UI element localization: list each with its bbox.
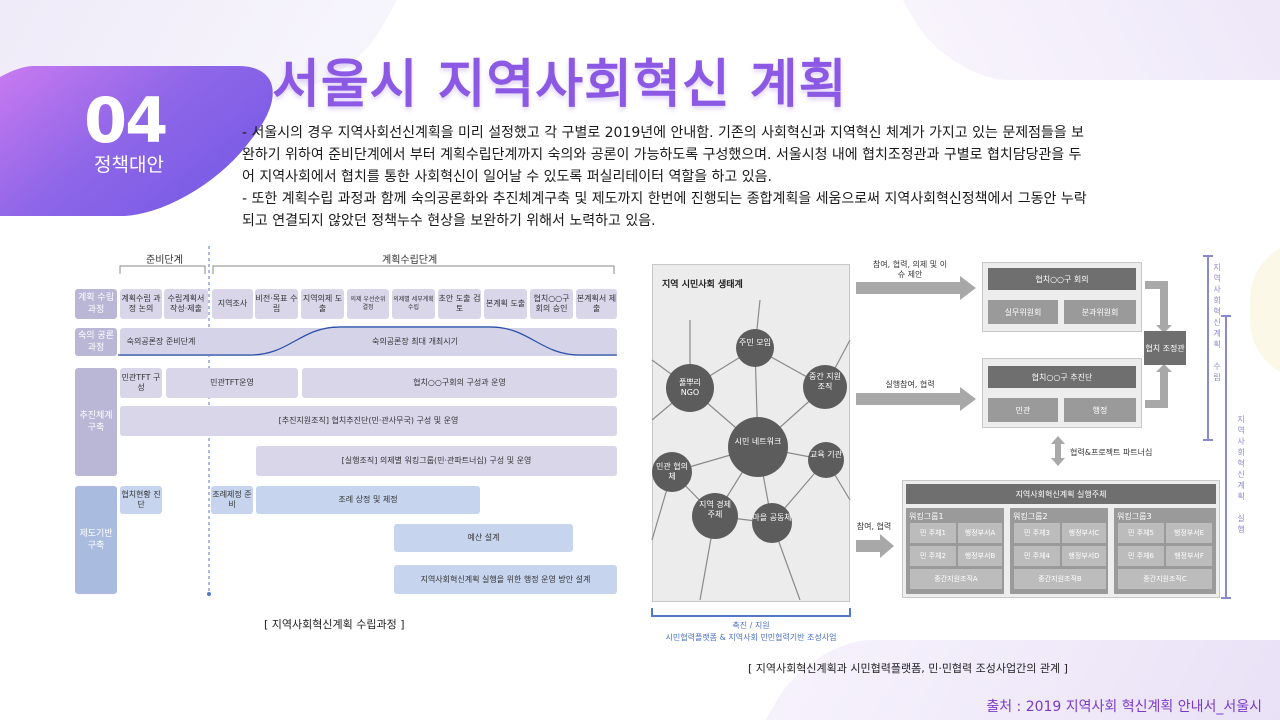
- working-group-name: 워킹그룹1: [909, 512, 944, 521]
- institution-item: 조례 상정 및 제정: [256, 486, 480, 514]
- wg-support: 중간지원조직C: [1118, 569, 1212, 589]
- wg-support: 중간지원조직A: [910, 569, 1002, 589]
- plan-step: 본계획서 제출: [576, 289, 617, 319]
- wg-cell: 행정부서F: [1166, 546, 1212, 566]
- working-group-name: 워킹그룹3: [1117, 512, 1152, 521]
- node-grassroots-ngo: 풀뿌리 NGO: [678, 378, 702, 397]
- intro-line: 어 지역사회에서 협치를 통한 사회혁신이 일어날 수 있도록 퍼실리테이터 역…: [242, 169, 772, 185]
- exec-title: 지역사회혁신계획 실행주체: [906, 484, 1216, 504]
- source-citation: 출처 : 2019 지역사회 혁신계획 안내서_서울시: [986, 699, 1262, 715]
- plan-step: 비전·목표 수립: [255, 289, 298, 319]
- plan-step: 의제별 세부계획 수립: [392, 289, 435, 319]
- working-group-name: 워킹그룹2: [1013, 512, 1048, 521]
- council-sub: 분과위원회: [1064, 300, 1136, 324]
- intro-text: - 서울시의 경우 지역사회선신계획을 미리 설정했고 각 구별로 2019년에…: [242, 122, 1242, 232]
- section-label: 정책대안: [94, 154, 164, 176]
- plan-step: 본계획 도출: [484, 289, 527, 319]
- council-sub: 실무위원회: [988, 300, 1058, 324]
- row-system-category: 추진체계 구축: [75, 368, 117, 476]
- institution-item: 조례제정 준비: [211, 486, 253, 514]
- wg-cell: 행정부서D: [1062, 546, 1106, 566]
- wg-support: 중간지원조직B: [1014, 569, 1106, 589]
- arrow3-label: 참여, 협력: [856, 522, 892, 531]
- wg-cell: 행정부서E: [1166, 523, 1212, 543]
- section-number: 04: [84, 84, 168, 157]
- wg-cell: 행정부서C: [1062, 523, 1106, 543]
- institution-item: 예산 설계: [394, 524, 573, 552]
- plan-step: 지역조사: [212, 289, 253, 319]
- wg-cell: 민 주체6: [1118, 546, 1164, 566]
- row-institution-category: 제도기반 구축: [75, 486, 117, 594]
- node-council: 민관 협의체: [656, 462, 688, 481]
- wg-cell: 행정부서A: [958, 523, 1002, 543]
- intro-line: - 서울시의 경우 지역사회선신계획을 미리 설정했고 각 구별로 2019년에…: [242, 125, 1085, 141]
- wg-cell: 민 주체1: [910, 523, 956, 543]
- promo-sub: 행정: [1064, 398, 1136, 422]
- promo-box: 협치○○구 추진단: [988, 366, 1136, 388]
- arrow2-label: 실행참여, 협력: [885, 380, 935, 389]
- coordinator-box: 협치 조정관: [1144, 331, 1186, 365]
- deliberation-band: [120, 328, 617, 356]
- wg-cell: 민 주체3: [1014, 523, 1060, 543]
- phase-plan-label: 계획수립단계: [382, 255, 438, 266]
- plan-step: 의제 우선순위 결정: [347, 289, 389, 319]
- system-item: [실행조직] 의제별 워킹그룹(민·관파트너십) 구성 및 운영: [256, 446, 617, 476]
- node-local-economy: 지역 경제 주체: [699, 500, 731, 519]
- deliberation-prep: 숙의공론장 준비단계: [126, 337, 196, 346]
- plan-step: 초안 도출 검토: [438, 289, 481, 319]
- arrow1-label: 참여, 협력, 의제 및 이슈 제안: [872, 260, 948, 279]
- wg-cell: 민 주체4: [1014, 546, 1060, 566]
- system-item: 민관TFT운영: [166, 368, 298, 398]
- left-diagram-caption: [ 지역사회혁신계획 수립과정 ]: [264, 618, 405, 631]
- row-deliberation-category: 숙의 공론 과정: [75, 328, 117, 356]
- page-title: 서울시 지역사회혁신 계획: [272, 55, 848, 115]
- node-education: 교육 기관: [810, 450, 842, 459]
- system-item: 협치○○구회의 구성과 운영: [302, 368, 617, 398]
- intro-line: - 또한 계획수립 과정과 함께 숙의공론화와 추진체계구축 및 제도까지 한번…: [242, 191, 1087, 207]
- plan-step: 수립계획서 작성·제출: [164, 289, 208, 319]
- system-item: 민관TFT 구성: [120, 368, 162, 398]
- system-item: [추진지원조직] 협치추진단(민·관사무국) 구성 및 운영: [120, 406, 617, 436]
- support-sub-label: 시민협력플랫폼 & 지역사회 민민협력기반 조성사업: [665, 633, 837, 642]
- node-resident-group: 주민 모임: [739, 338, 771, 347]
- plan-step: 협치○○구 회의 승인: [530, 289, 573, 319]
- plan-step: 지역의제 도출: [301, 289, 344, 319]
- node-intermediary: 중간 지원 조직: [809, 372, 841, 391]
- deliberation-plan: 숙의공론장 최대 개최시기: [371, 337, 459, 346]
- node-village-community: 마을 공동체: [752, 513, 792, 522]
- institution-item: 협치현황 진단: [120, 486, 162, 514]
- partnership-label: 협력&프로젝트 파트너십: [1070, 448, 1153, 457]
- plan-step: 계획수립 과정 논의: [120, 289, 162, 319]
- council-box: 협치○○구 회의: [988, 268, 1136, 290]
- institution-item: 지역사회혁신계획 실행을 위한 행정 운영 방안 설계: [394, 565, 617, 594]
- wg-cell: 민 주체2: [910, 546, 956, 566]
- deliberation-curve: [120, 326, 617, 356]
- row-plan-category: 계획 수립 과정: [75, 289, 117, 319]
- ecosystem-title: 지역 시민사회 생태계: [662, 280, 743, 290]
- wg-cell: 민 주체5: [1118, 523, 1164, 543]
- right-diagram-caption: [ 지역사회혁신계획과 시민협력플랫폼, 민·민협력 조성사업간의 관계 ]: [748, 662, 1068, 675]
- wg-cell: 행정부서B: [958, 546, 1002, 566]
- support-label: 촉진 / 지원: [732, 621, 770, 630]
- promo-sub: 민관: [988, 398, 1058, 422]
- intro-line: 되고 연결되지 않았던 정책누수 현상을 보완하기 위해서 노력하고 있음.: [242, 213, 656, 229]
- node-citizen-network: 시민 네트워크: [734, 437, 782, 446]
- intro-line: 완하기 위하여 준비단계에서 부터 계획수립단계까지 숙의와 공론이 가능하도록…: [242, 147, 1082, 163]
- phase-prep-label: 준비단계: [146, 255, 183, 266]
